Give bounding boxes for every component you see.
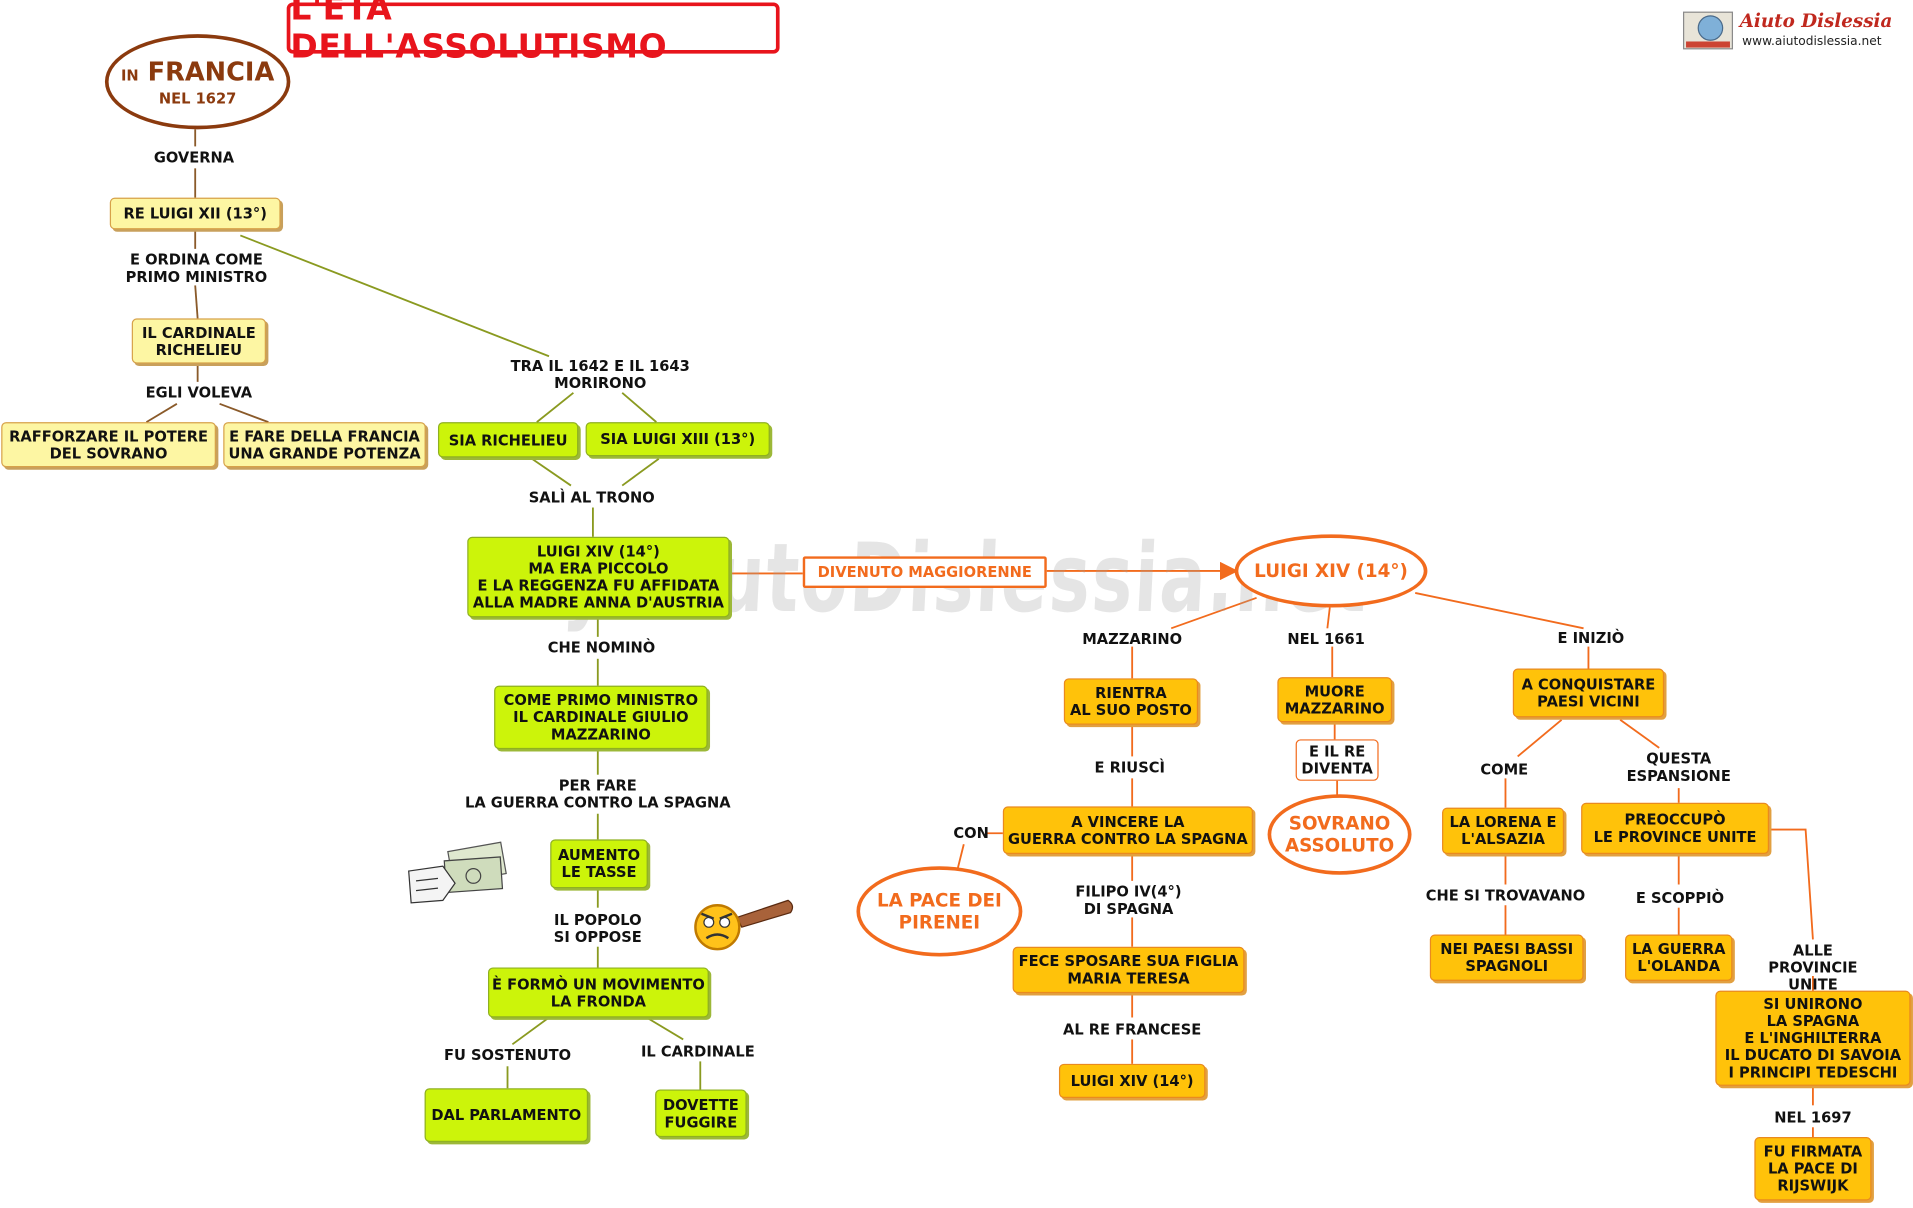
angry-emoticon-icon xyxy=(694,899,794,951)
money-hand-icon xyxy=(408,841,507,904)
node-pirenei: LA PACE DEI PIRENEI xyxy=(856,866,1023,957)
label-con: CON xyxy=(953,824,989,842)
label-nel1697: NEL 1697 xyxy=(1774,1108,1852,1127)
node-primo-ministro: COME PRIMO MINISTRO IL CARDINALE GIULIO … xyxy=(494,685,708,750)
label-ordina: E ORDINA COME PRIMO MINISTRO xyxy=(125,251,268,286)
francia-in: IN xyxy=(120,66,139,84)
page-title: L'ETÀ DELL'ASSOLUTISMO xyxy=(286,0,780,66)
francia-ellipse: IN FRANCIA NEL 1627 xyxy=(104,34,291,130)
node-luigi14-final: LUIGI XIV (14°) xyxy=(1058,1063,1206,1098)
logo-url: www.aiutodislessia.net xyxy=(1742,35,1882,49)
node-sovrano-assoluto: SOVRANO ASSOLUTO xyxy=(1267,794,1412,875)
label-sostenuto: FU SOSTENUTO xyxy=(443,1046,572,1064)
site-logo[interactable]: Aiuto Dislessia www.aiutodislessia.net xyxy=(1681,7,1892,53)
node-grande: E FARE DELLA FRANCIA UNA GRANDE POTENZA xyxy=(223,422,426,468)
francia-year: NEL 1627 xyxy=(158,89,237,107)
label-cardinale: IL CARDINALE xyxy=(640,1043,755,1061)
node-paesi-bassi: NEI PAESI BASSI SPAGNOLI xyxy=(1429,934,1584,981)
node-maggiorenne: DIVENUTO MAGGIORENNE xyxy=(802,556,1047,589)
label-nel1661: NEL 1661 xyxy=(1287,630,1365,648)
node-rafforzare: RAFFORZARE IL POTERE DEL SOVRANO xyxy=(1,422,216,468)
label-trono: SALÌ AL TRONO xyxy=(528,489,655,507)
node-vincere: A VINCERE LA GUERRA CONTRO LA SPAGNA xyxy=(1002,806,1253,854)
node-parlamento: DAL PARLAMENTO xyxy=(424,1088,589,1142)
node-conquistare: A CONQUISTARE PAESI VICINI xyxy=(1512,668,1665,718)
label-riusci: E RIUSCÌ xyxy=(1094,758,1165,776)
node-fuggire: DOVETTE FUGGIRE xyxy=(655,1089,747,1138)
node-olanda: LA GUERRA L'OLANDA xyxy=(1625,934,1733,981)
node-lorena: LA LORENA E L'ALSAZIA xyxy=(1442,807,1565,854)
node-tasse: AUMENTO LE TASSE xyxy=(550,839,648,889)
node-fronda: È FORMÒ UN MOVIMENTO LA FRONDA xyxy=(488,967,709,1018)
node-muore: MUORE MAZZARINO xyxy=(1277,677,1393,723)
label-mazzarino: MAZZARINO xyxy=(1082,630,1183,648)
label-per-fare: PER FARE LA GUERRA CONTRO LA SPAGNA xyxy=(465,777,731,812)
node-sposare: FECE SPOSARE SUA FIGLIA MARIA TERESA xyxy=(1012,946,1245,994)
node-rientra: RIENTRA AL SUO POSTO xyxy=(1063,678,1199,725)
label-morirono: TRA IL 1642 E IL 1643 MORIRONO xyxy=(510,357,690,392)
logo-brand: Aiuto Dislessia xyxy=(1739,9,1893,32)
node-rijswijk: FU FIRMATA LA PACE DI RIJSWIJK xyxy=(1754,1137,1872,1201)
node-re-diventa: E IL RE DIVENTA xyxy=(1295,739,1379,781)
label-voleva: EGLI VOLEVA xyxy=(145,384,253,402)
label-trovavano: CHE SI TROVAVANO xyxy=(1425,886,1586,905)
label-come: COME xyxy=(1480,761,1529,779)
label-inizio: E INIZIÒ xyxy=(1557,629,1625,647)
node-luigi13: RE LUIGI XII (13°) xyxy=(109,197,281,230)
label-alle-provincie: ALLE PROVINCIE UNITE xyxy=(1768,941,1858,994)
node-richelieu: IL CARDINALE RICHELIEU xyxy=(131,318,266,364)
node-sia-richelieu: SIA RICHELIEU xyxy=(437,422,579,458)
label-nomino: CHE NOMINÒ xyxy=(547,639,656,657)
node-luigi14-ellipse: LUIGI XIV (14°) xyxy=(1234,534,1428,608)
label-questa: QUESTA ESPANSIONE xyxy=(1626,750,1731,785)
label-scoppio: E SCOPPIÒ xyxy=(1635,889,1725,907)
node-sia-luigi: SIA LUIGI XIII (13°) xyxy=(585,422,770,457)
francia-name: FRANCIA xyxy=(147,56,275,87)
label-governa: GOVERNA xyxy=(153,148,235,166)
label-filipo: FILIPO IV(4°) DI SPAGNA xyxy=(1075,883,1182,918)
book-globe-icon xyxy=(1682,11,1734,50)
label-popolo: IL POPOLO SI OPPOSE xyxy=(553,911,642,946)
label-al-re: AL RE FRANCESE xyxy=(1063,1021,1202,1039)
node-unirono: SI UNIRONO LA SPAGNA E L'INGHILTERRA IL … xyxy=(1715,990,1911,1086)
node-preoccupo: PREOCCUPÒ LE PROVINCE UNITE xyxy=(1581,802,1769,854)
node-luigi14-piccolo: LUIGI XIV (14°) MA ERA PICCOLO E LA REGG… xyxy=(467,536,730,618)
